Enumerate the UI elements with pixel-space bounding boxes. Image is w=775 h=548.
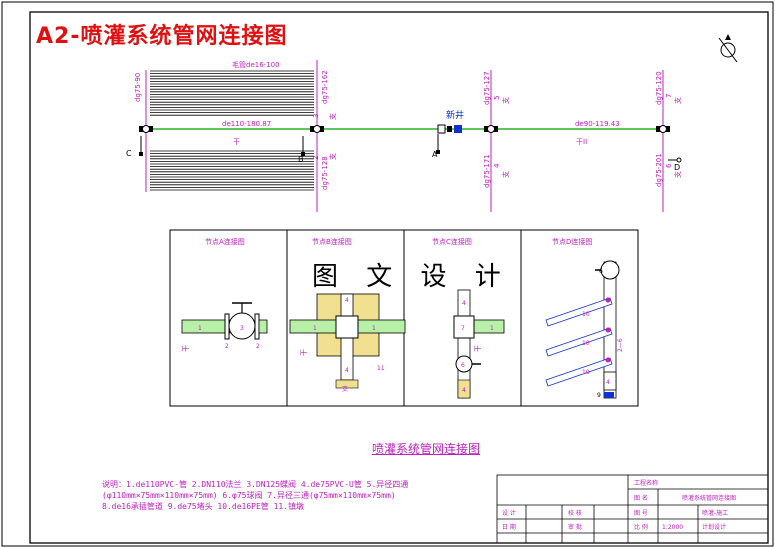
label-dg-g: dg75-201	[655, 153, 663, 187]
valve-icon	[484, 125, 498, 133]
part-7: 7	[461, 325, 465, 332]
part-4: 4	[606, 379, 610, 386]
part-10: 10	[582, 340, 590, 347]
label-main-right: de90-119.43	[575, 120, 620, 128]
detail-c-drawing: 7 1 6 4 4 干	[453, 289, 505, 399]
label-branch-2: 2	[312, 156, 320, 160]
detail-a-drawing: 1 3 2 2 干	[181, 302, 268, 352]
label-lateral: 毛管de16-100	[232, 60, 280, 69]
label-branch-6: 6	[665, 163, 673, 168]
tb-check: 校 核	[568, 509, 582, 517]
tb-date: 日 期	[502, 523, 516, 531]
valve-icon	[310, 125, 324, 133]
detail-c-main: 干	[474, 345, 482, 352]
label-branch-3: 3	[312, 114, 320, 118]
detail-d-drawing: 6 10 10 10 4 9 2—6	[545, 260, 624, 399]
tb-design: 设 计	[502, 509, 516, 517]
label-main-mark: 干	[233, 138, 240, 146]
well-pump-icon	[437, 124, 462, 134]
node-label-c: C	[126, 149, 132, 158]
tb-drawing-no-val: 喷灌-施工	[702, 509, 728, 517]
detail-title-a: 节点A连接图	[205, 237, 245, 246]
valve-icon	[656, 125, 670, 133]
valve-icon	[139, 125, 153, 133]
label-branch-mark: 支	[328, 113, 337, 120]
label-branch-5: 5	[493, 96, 501, 100]
drain-valve-icon	[139, 136, 143, 156]
label-dg-e: dg75-171	[483, 154, 491, 188]
part-9: 9	[597, 392, 601, 399]
label-main-mark-right: 干II	[576, 138, 587, 146]
drain-valve-icon	[436, 134, 440, 154]
part-11: 11	[377, 365, 385, 372]
tb-drawing-no: 图 号	[634, 510, 648, 517]
tb-project: 工程名称	[634, 479, 658, 487]
part-10: 10	[582, 369, 590, 376]
tb-drawing-name: 喷灌系统管网连接图	[682, 494, 736, 502]
lateral-field-top	[150, 70, 314, 116]
part-6: 6	[461, 362, 465, 369]
drawing-title: A2-喷灌系统管网连接图	[36, 24, 288, 49]
label-branch-mark: 支	[673, 171, 682, 178]
label-branch-mark: 支	[501, 171, 510, 178]
label-branch-mark: 支	[328, 153, 337, 160]
label-branch-7: 7	[665, 94, 673, 98]
detail-b-drawing: 1 1 4 4 11 干 支	[289, 293, 406, 393]
tb-scale: 比 例	[634, 523, 648, 531]
title-block	[496, 474, 769, 544]
label-branch-mark: 支	[501, 97, 510, 104]
note-line: 8.de16承插管道 9.de75堵头 10.de16PE管 11.镇墩	[102, 502, 305, 511]
note-line: (φ110mm×75mm×110mm×75mm) 6.φ75球阀 7.异径三通(…	[102, 491, 396, 500]
label-new-well: 新井	[446, 109, 464, 121]
part-1: 1	[490, 325, 494, 332]
detail-a-main: 干	[182, 345, 190, 352]
part-4: 4	[345, 297, 349, 304]
tb-unit: 计划设计	[702, 523, 726, 531]
north-arrow-icon	[718, 34, 738, 63]
part-1: 1	[372, 325, 376, 332]
detail-d-branch: 2—6	[617, 338, 624, 352]
label-dg-d: dg75-127	[483, 71, 491, 105]
part-2: 2	[256, 343, 260, 350]
label-dg-f: dg75-120	[655, 71, 663, 105]
detail-title-c: 节点C连接图	[432, 237, 472, 246]
part-10: 10	[582, 311, 590, 318]
tb-drawing-label: 图 名	[634, 494, 648, 502]
tb-scale-val: 1:2000	[662, 524, 683, 531]
part-4: 4	[462, 300, 466, 307]
node-label-a: A	[432, 150, 438, 159]
notes-block: 说明：1.de110PVC-管 2.DN110法兰 3.DN125蝶阀 4.de…	[102, 479, 408, 512]
label-main-left: de110-180.87	[222, 120, 271, 128]
label-dg-b: dg75-162	[321, 70, 329, 104]
detail-b-main: 干	[300, 349, 308, 356]
part-1: 1	[313, 325, 317, 332]
detail-b-branch: 支	[342, 385, 348, 393]
drain-valve-icon	[668, 157, 682, 163]
part-4: 4	[345, 367, 349, 374]
node-label-d: D	[674, 163, 680, 172]
part-6: 6	[599, 268, 603, 275]
drawing-caption: 喷灌系统管网连接图	[372, 442, 481, 456]
part-3: 3	[240, 325, 244, 332]
label-dg-c: dg75-128	[321, 156, 329, 190]
label-branch-4: 4	[493, 163, 501, 168]
part-2: 2	[225, 343, 229, 350]
label-branch-mark: 支	[673, 97, 682, 104]
part-1: 1	[198, 325, 202, 332]
lateral-field-bottom	[150, 150, 314, 191]
detail-title-b: 节点B连接图	[312, 237, 352, 246]
label-dg-a: dg75-90	[134, 73, 142, 102]
node-label-b: B	[298, 155, 304, 164]
tb-approve: 审 批	[568, 523, 582, 531]
detail-title-d: 节点D连接图	[552, 237, 592, 246]
watermark-text: 图 文 设 计	[312, 262, 511, 292]
drain-valve-icon	[301, 136, 305, 156]
part-4: 4	[462, 387, 466, 394]
note-line: 说明：1.de110PVC-管 2.DN110法兰 3.DN125蝶阀 4.de…	[102, 480, 409, 489]
